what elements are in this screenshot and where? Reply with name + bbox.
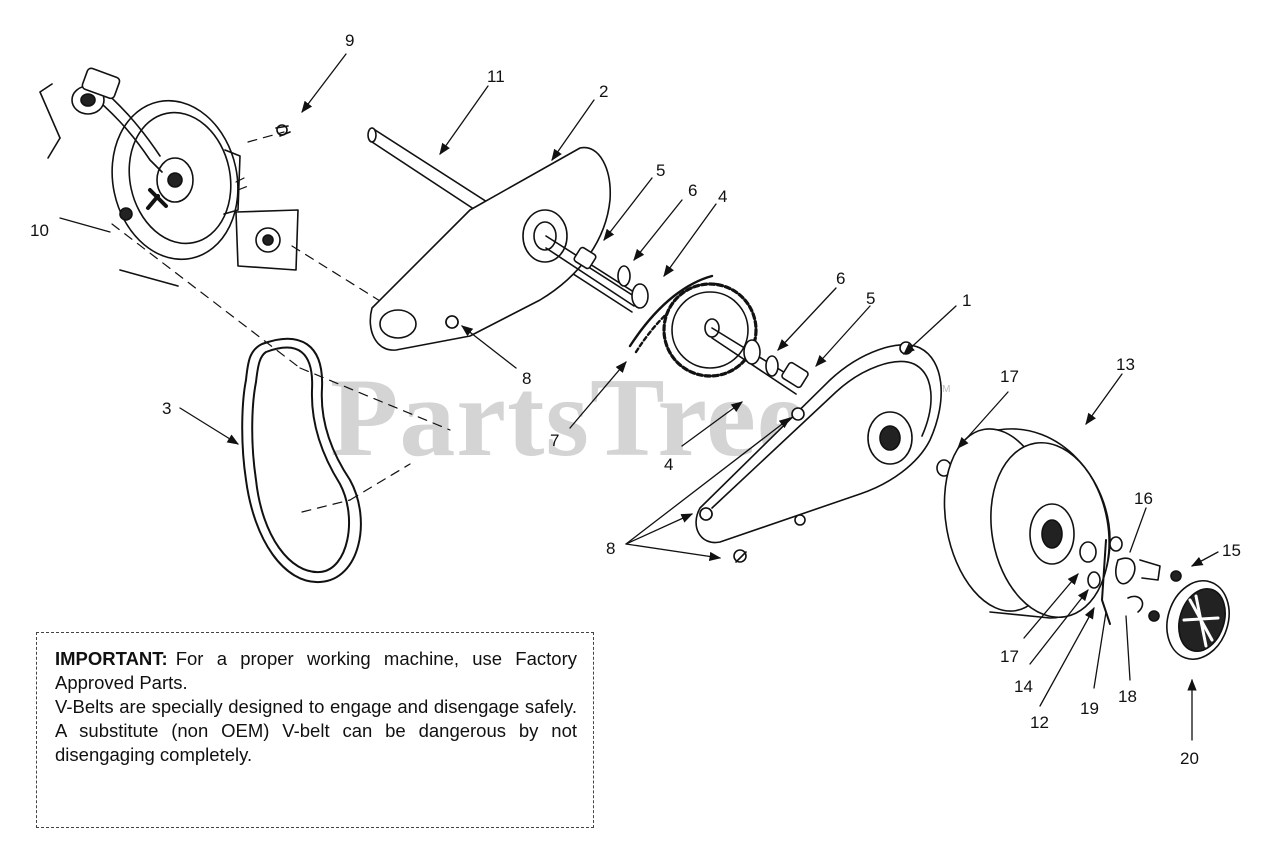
- leader-lines: [59, 53, 1219, 741]
- callout-4: 4: [718, 187, 727, 206]
- callout-6: 6: [688, 181, 697, 200]
- watermark-tm: TM: [936, 384, 950, 395]
- watermark-text: PartsTree: [330, 356, 808, 480]
- hub-hardware: [1079, 536, 1182, 625]
- callout-8: 8: [606, 539, 615, 558]
- callout-3: 3: [162, 399, 171, 418]
- callout-9: 9: [345, 31, 354, 50]
- notice-line-1: For a proper working machine, use Factor…: [55, 648, 577, 693]
- callout-15: 15: [1222, 541, 1241, 560]
- chain-case-plate-part-2: [369, 146, 611, 351]
- wheel-tire-part-13: [943, 428, 1111, 619]
- callout-2: 2: [599, 82, 608, 101]
- callout-7: 7: [550, 431, 559, 450]
- bolts-part-8: [445, 315, 713, 521]
- callout-11: 11: [487, 67, 505, 86]
- pulley-assembly-part-10: [39, 67, 299, 287]
- callout-4: 4: [664, 455, 673, 474]
- v-belt-part-3: [241, 337, 362, 584]
- hub-cap-part-20: [1166, 580, 1230, 660]
- callout-16: 16: [1134, 489, 1153, 508]
- callout-18: 18: [1118, 687, 1137, 706]
- callout-17: 17: [1000, 647, 1019, 666]
- belt-routing-lines: [111, 131, 451, 513]
- callout-5: 5: [866, 289, 875, 308]
- callout-19: 19: [1080, 699, 1099, 718]
- drive-shaft-upper: [545, 235, 649, 309]
- callout-6: 6: [836, 269, 845, 288]
- callout-8: 8: [522, 369, 531, 388]
- notice-label: IMPORTANT:: [55, 648, 168, 669]
- callout-17: 17: [1000, 367, 1019, 386]
- callout-5: 5: [656, 161, 665, 180]
- sprocket: [662, 282, 809, 395]
- important-notice-box: IMPORTANT:For a proper working machine, …: [36, 632, 594, 828]
- callout-10: 10: [30, 221, 49, 240]
- callout-1: 1: [962, 291, 971, 310]
- notice-line-2: V-Belts are specially designed to engage…: [55, 696, 577, 765]
- callout-20: 20: [1180, 749, 1199, 768]
- callout-12: 12: [1030, 713, 1049, 732]
- callout-13: 13: [1116, 355, 1135, 374]
- callout-numbers: 9 11 2 5 6 4 10 8 6 5 1 13 17 3 7 4 8 16…: [30, 31, 1241, 768]
- callout-14: 14: [1014, 677, 1033, 696]
